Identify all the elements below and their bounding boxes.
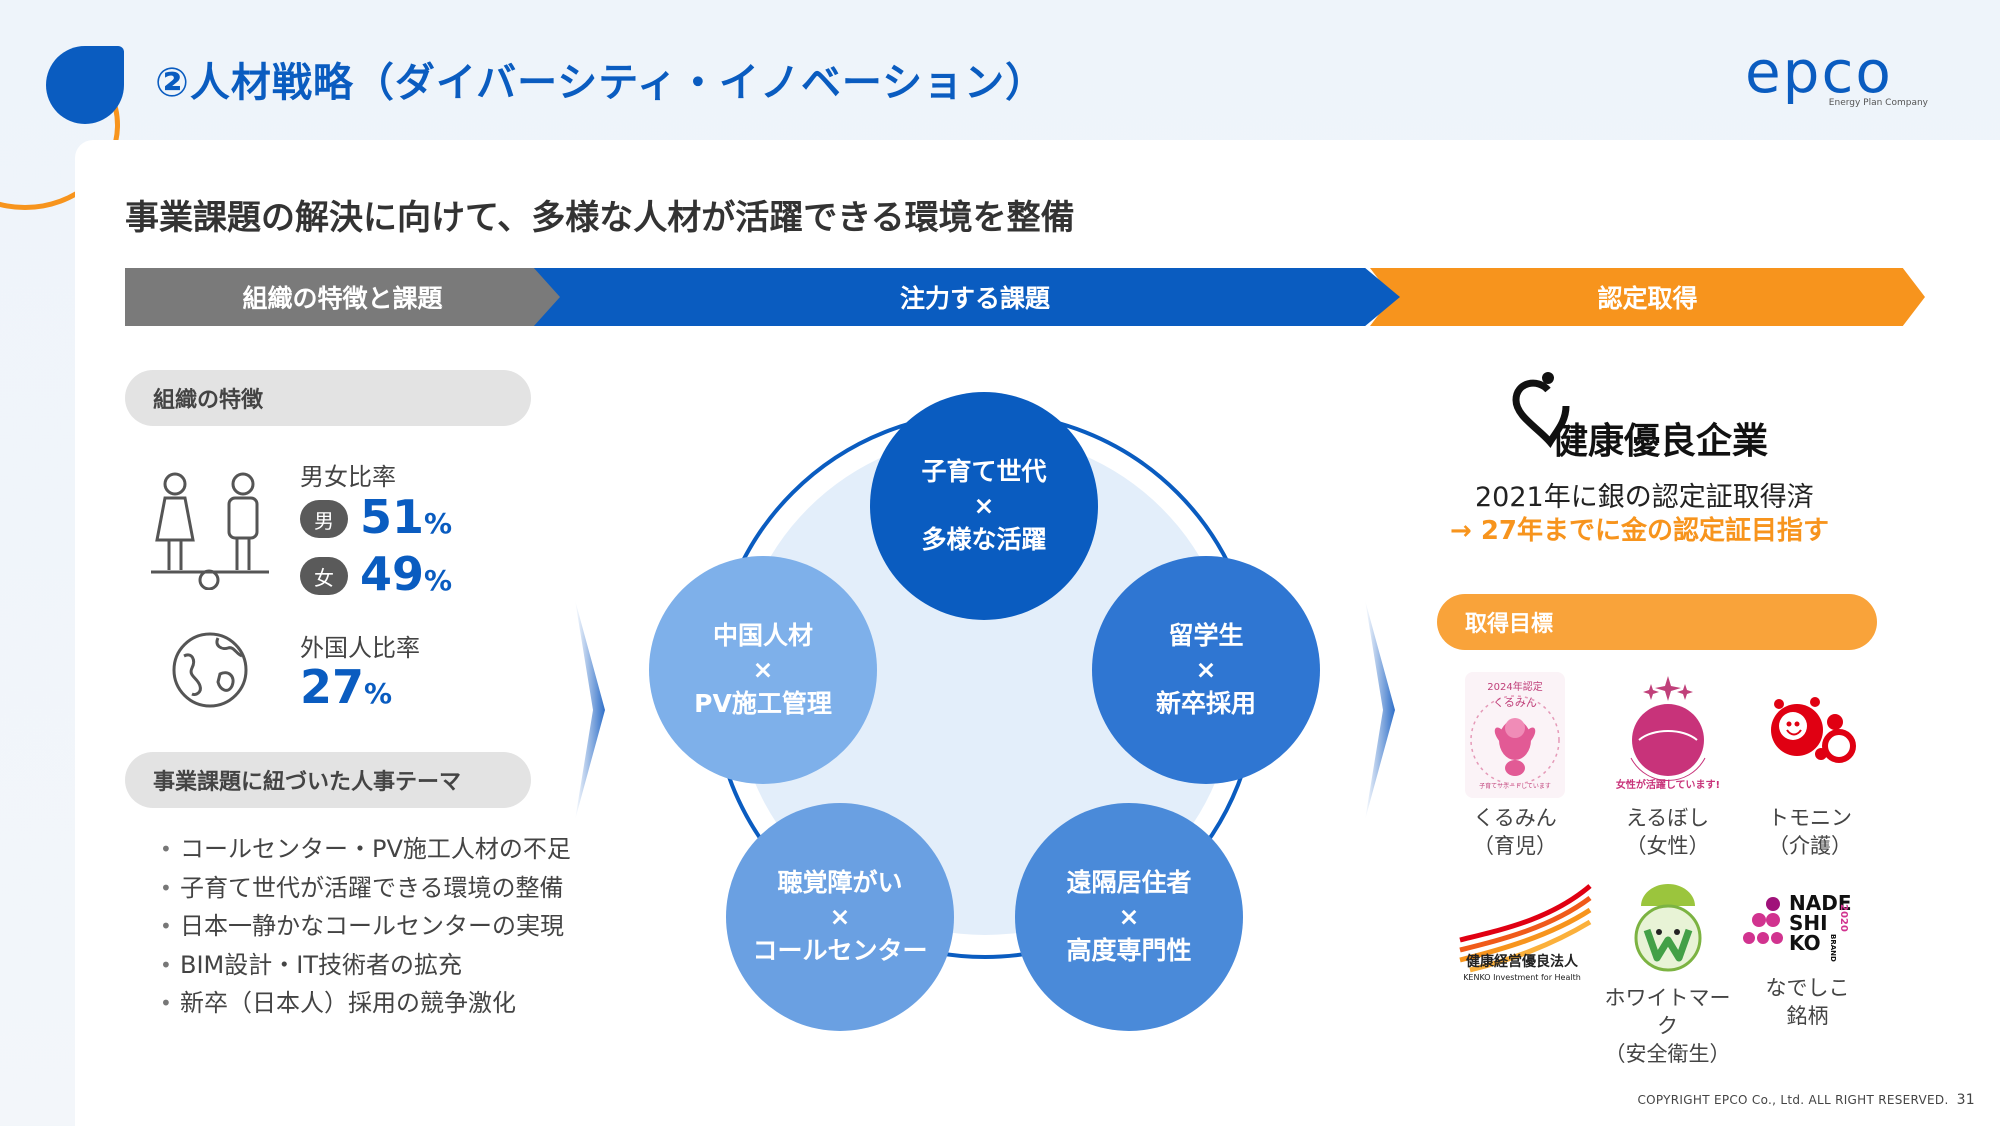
nadeshiko-mark: NADE SHI KO BRAND 2020 [1742, 891, 1851, 962]
epco-logo: epco Energy Plan Company [1745, 42, 1930, 112]
award-label: ホワイトマーク [1604, 986, 1731, 1038]
banner-certification: 認定取得 [1370, 268, 1925, 326]
percent-sign: % [364, 677, 393, 710]
globe-icon [172, 632, 248, 708]
nadeshiko-word3: KO [1789, 931, 1821, 955]
award-label: えるぼし [1625, 806, 1710, 830]
circle-line2: 高度専門性 [1066, 936, 1192, 965]
award-kenko-keiei: 健康経営優良法人 KENKO Investment for Health [1450, 880, 1595, 994]
nadeshiko-brand: BRAND [1829, 934, 1837, 962]
award-label: なでしこ [1765, 976, 1850, 1000]
foreign-ratio-value: 27% [300, 660, 392, 714]
foreign-ratio-number: 27 [300, 660, 365, 714]
page-number: 31 [1956, 1092, 1975, 1108]
circle-times: × [1118, 902, 1140, 931]
focus-circle-hearing-impaired: 聴覚障がい × コールセンター [726, 803, 954, 1031]
circle-line1: 聴覚障がい [777, 868, 903, 897]
kenko-keiei-text: 健康経営優良法人 [1466, 953, 1579, 970]
flow-arrow-right [1365, 600, 1395, 820]
percent-sign: % [424, 564, 453, 597]
circle-line1: 子育て世代 [921, 457, 1047, 486]
circle-line2: 多様な活躍 [921, 525, 1047, 554]
award-label: （女性） [1625, 834, 1710, 858]
hr-themes-list: コールセンター・PV施工人材の不足 子育て世代が活躍できる環境の整備 日本一静か… [160, 830, 571, 1023]
lead-heading: 事業課題の解決に向けて、多様な人材が活躍できる環境を整備 [125, 198, 1075, 238]
gender-ratio-label: 男女比率 [300, 463, 396, 491]
circle-times: × [829, 902, 851, 931]
kenko-keiei-mark: 健康経営優良法人 KENKO Investment for Health [1459, 884, 1592, 982]
award-label: くるみん [1473, 806, 1557, 830]
flow-arrow-left [575, 600, 605, 820]
male-ratio-value: 51% [360, 490, 452, 544]
focus-circle-remote-workers: 遠隔居住者 × 高度専門性 [1015, 803, 1243, 1031]
eruboshi-arc-text: 女性が活躍しています! [1615, 778, 1719, 791]
award-nadeshiko: NADE SHI KO BRAND 2020 なでしこ 銘柄 [1740, 890, 1875, 1030]
hr-themes-pill: 事業課題に紐づいた人事テーマ [125, 752, 531, 808]
cert-goal-line: → 27年までに金の認定証目指す [1450, 516, 1830, 546]
kurumin-year: 2024年認定 [1487, 680, 1542, 693]
gender-balance-icon [151, 472, 269, 590]
female-badge: 女 [300, 557, 348, 595]
male-ratio-number: 51 [360, 490, 425, 544]
footer: COPYRIGHT EPCO Co., Ltd. ALL RIGHT RESER… [1637, 1092, 1975, 1108]
kurumin-arc-text: くるみん [1493, 696, 1537, 709]
white-mark-icon [1634, 884, 1701, 972]
banner-org-features: 組織の特徴と課題 [125, 268, 560, 326]
target-certs-pill: 取得目標 [1437, 594, 1877, 650]
circle-line2: 新卒採用 [1155, 689, 1256, 718]
banner-focus-issues: 注力する課題 [530, 268, 1400, 326]
percent-sign: % [424, 507, 453, 540]
org-features-pill: 組織の特徴 [125, 370, 531, 426]
award-white-mark: ホワイトマーク （安全衛生） [1600, 880, 1735, 1068]
cert-status-line: 2021年に銀の認定証取得済 [1475, 482, 1814, 513]
circle-line2: PV施工管理 [694, 689, 832, 718]
female-ratio-value: 49% [360, 547, 452, 601]
award-label: （育児） [1473, 834, 1557, 858]
eruboshi-mark: 女性が活躍しています! [1615, 676, 1720, 791]
nadeshiko-word1: NADE [1789, 891, 1851, 915]
circle-line1: 遠隔居住者 [1066, 868, 1192, 897]
tomonin-mark [1771, 697, 1856, 763]
award-eruboshi: 女性が活躍しています! えるぼし （女性） [1605, 670, 1730, 860]
list-item: BIM設計・IT技術者の拡充 [160, 946, 571, 985]
focus-circle-chinese-talent: 中国人材 × PV施工管理 [649, 556, 877, 784]
kurumin-mark: 2024年認定 くるみん 子育てサポートしています [1465, 672, 1565, 798]
copyright-text: COPYRIGHT EPCO Co., Ltd. ALL RIGHT RESER… [1637, 1093, 1949, 1107]
logo-text: epco [1745, 38, 1893, 106]
award-kurumin: 2024年認定 くるみん 子育てサポートしています くるみん （育児） [1455, 670, 1575, 860]
nadeshiko-year: 2020 [1838, 904, 1849, 932]
list-item: 新卒（日本人）採用の競争激化 [160, 984, 571, 1023]
nadeshiko-word2: SHI [1789, 911, 1828, 935]
list-item: 日本一静かなコールセンターの実現 [160, 907, 571, 946]
foreign-ratio-label: 外国人比率 [300, 634, 420, 662]
award-label: 銘柄 [1786, 1004, 1829, 1028]
award-label: （介護） [1768, 834, 1852, 858]
header-decoration-drop [46, 46, 124, 124]
award-label: トモニン [1768, 806, 1852, 830]
circle-line1: 中国人材 [712, 621, 813, 650]
page-title: ②人材戦略（ダイバーシティ・イノベーション） [155, 60, 1047, 106]
circle-times: × [1195, 655, 1217, 684]
heart-person-icon [1512, 372, 1570, 448]
focus-circle-childcare: 子育て世代 × 多様な活躍 [870, 392, 1098, 620]
list-item: 子育て世代が活躍できる環境の整備 [160, 869, 571, 908]
kurumin-sub-text: 子育てサポートしています [1479, 782, 1551, 790]
logo-subtitle: Energy Plan Company [1828, 98, 1928, 108]
circle-times: × [973, 491, 995, 520]
award-label: （安全衛生） [1604, 1042, 1731, 1066]
male-badge: 男 [300, 500, 348, 538]
circle-line1: 留学生 [1168, 621, 1244, 650]
circle-times: × [752, 655, 774, 684]
female-ratio-number: 49 [360, 547, 425, 601]
kenko-keiei-en-text: KENKO Investment for Health [1463, 973, 1581, 982]
focus-circle-intl-students: 留学生 × 新卒採用 [1092, 556, 1320, 784]
circle-line2: コールセンター [752, 936, 928, 965]
kenko-yuryo-text: 健康優良企業 [1552, 421, 1769, 462]
award-tomonin: トモニン （介護） [1750, 670, 1870, 860]
list-item: コールセンター・PV施工人材の不足 [160, 830, 571, 869]
